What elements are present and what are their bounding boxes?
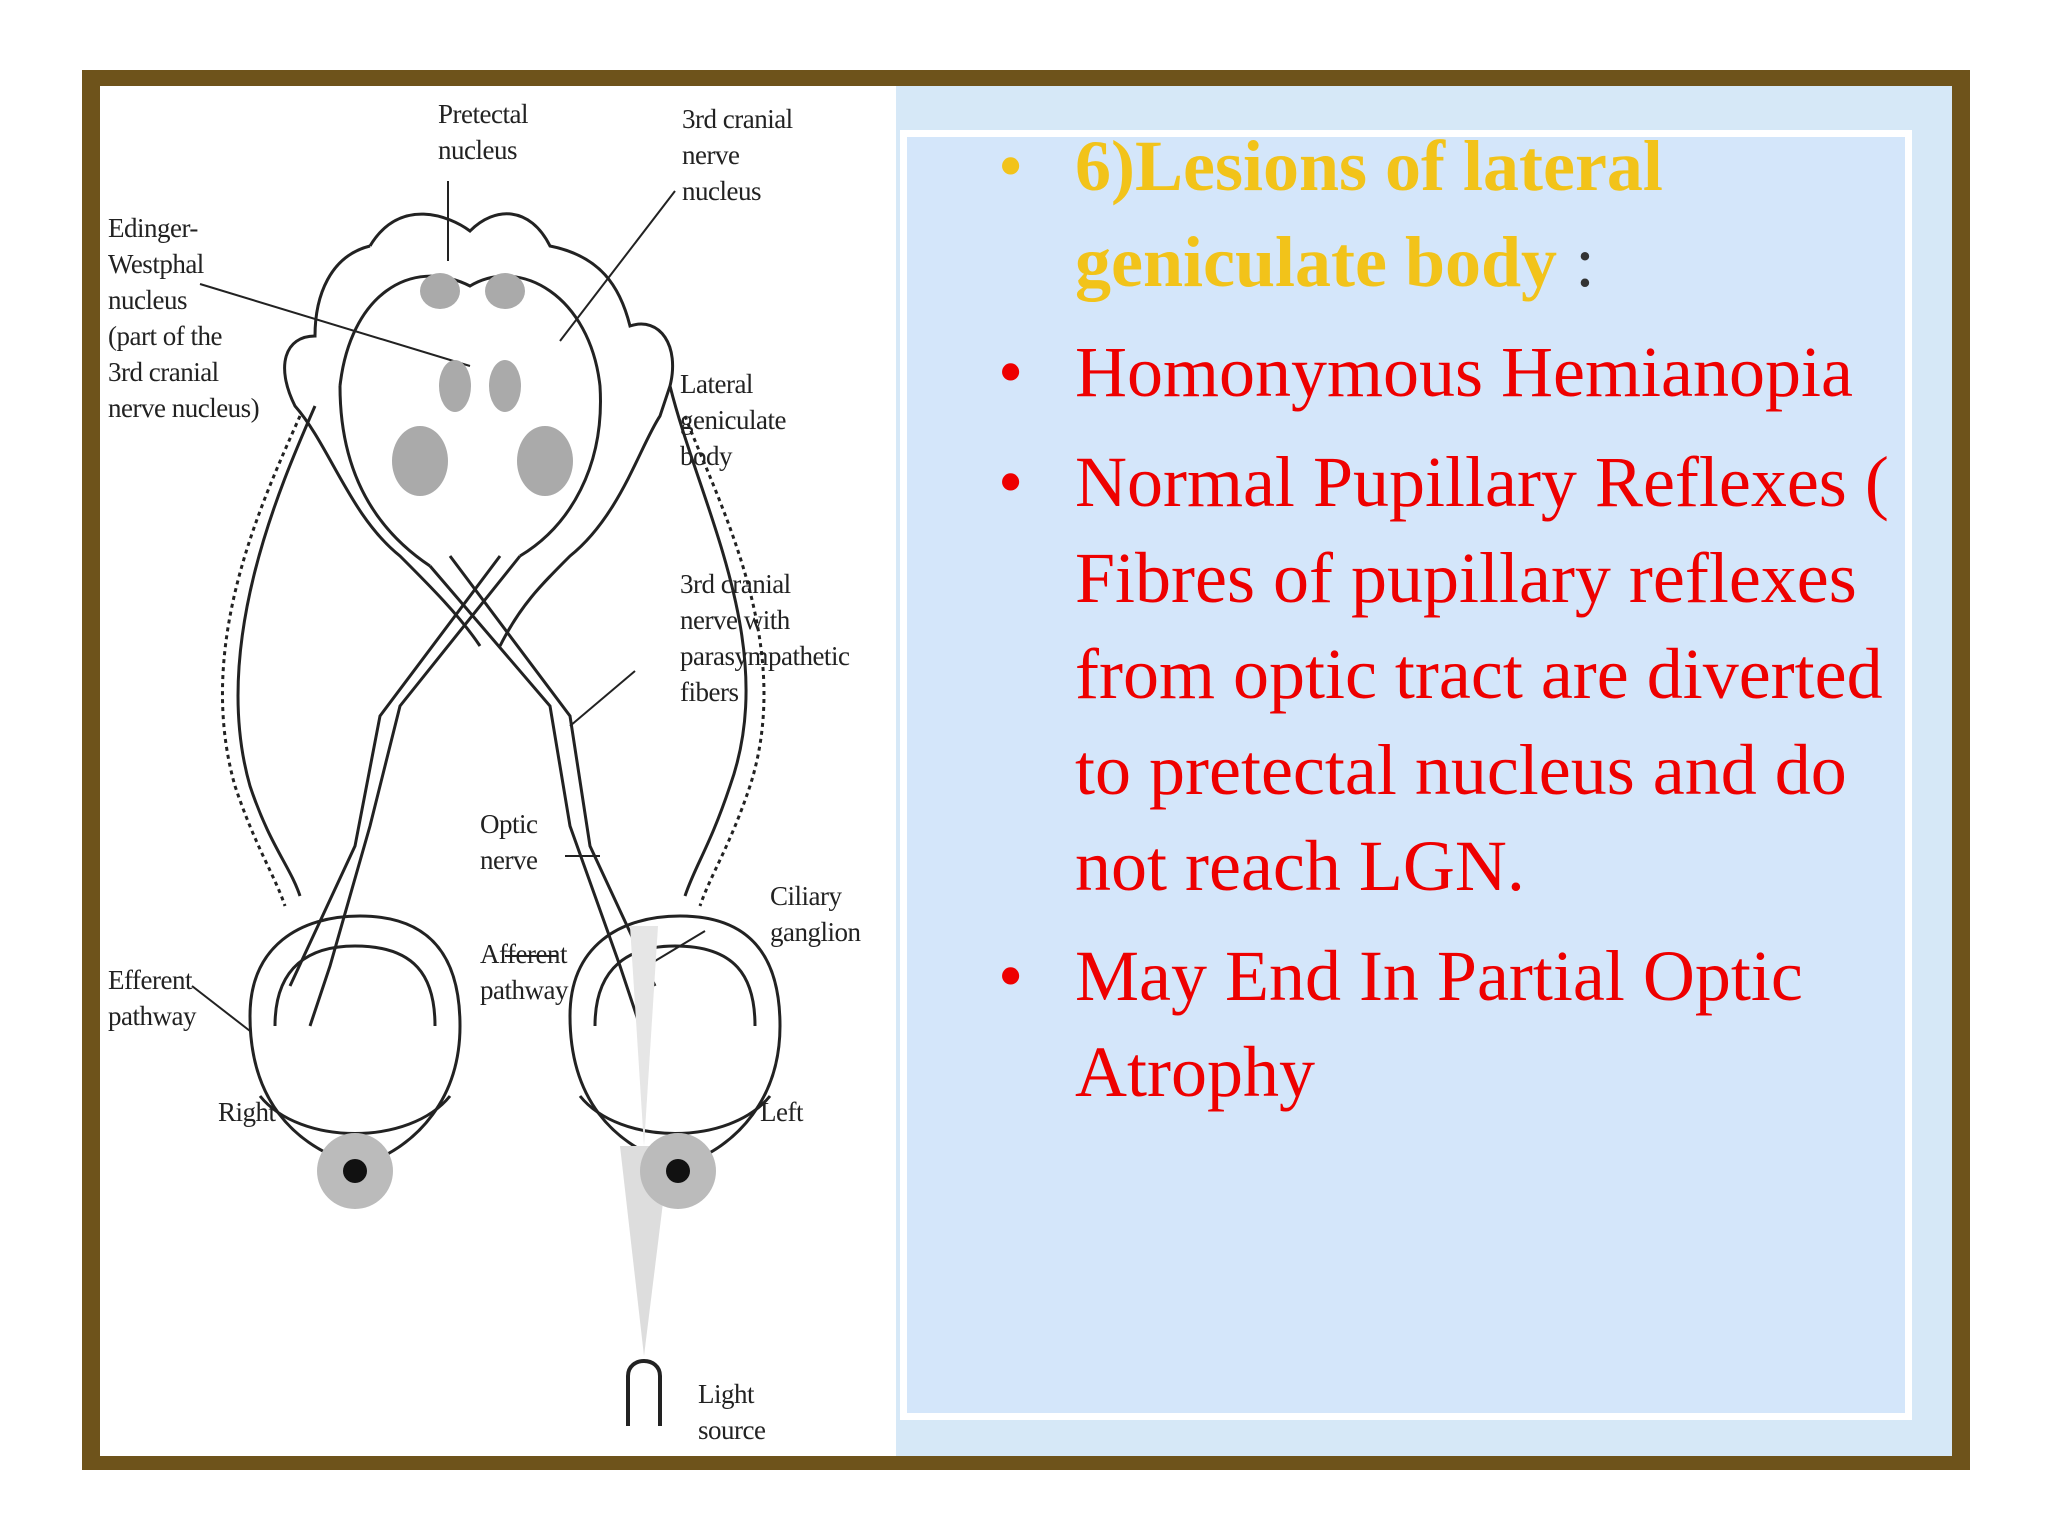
bullet-heading: • 6)Lesions of lateral geniculate body :	[990, 118, 1910, 310]
bullet-marker: •	[998, 442, 1024, 522]
bullet-item: • Homonymous Hemianopia	[990, 324, 1910, 420]
label-left-eye: Left	[760, 1097, 803, 1127]
pupillary-reflex-diagram: Pretectal nucleus 3rd cranial nerve nucl…	[100, 86, 896, 1456]
bullet-text: Homonymous Hemianopia	[1075, 332, 1853, 412]
text-panel-border	[900, 130, 1912, 1420]
heading-colon: :	[1557, 222, 1596, 302]
bullet-item: • May End In Partial Optic Atrophy	[990, 928, 1910, 1120]
label-third-cranial-nerve-parasympathetic: 3rd cranial nerve with parasympathetic f…	[680, 569, 850, 707]
pathway-illustration	[191, 181, 782, 1426]
label-optic-nerve: Optic nerve	[480, 809, 538, 875]
bullet-marker: •	[998, 126, 1024, 206]
label-third-cranial-nucleus: 3rd cranial nerve nucleus	[682, 104, 793, 206]
bullet-text: May End In Partial Optic Atrophy	[1075, 936, 1803, 1112]
heading-text: 6)Lesions of lateral geniculate body	[1075, 126, 1663, 302]
label-ciliary-ganglion: Ciliary ganglion	[770, 881, 861, 947]
bullet-marker: •	[998, 936, 1024, 1016]
label-light-source: Light source	[698, 1379, 766, 1445]
label-edinger-westphal: Edinger- Westphal nucleus (part of the 3…	[108, 213, 260, 423]
bullet-text: Normal Pupillary Reflexes ( Fibres of pu…	[1075, 442, 1889, 906]
label-lateral-geniculate-body: Lateral geniculate body	[680, 369, 786, 471]
bullet-item: • Normal Pupillary Reflexes ( Fibres of …	[990, 434, 1910, 914]
bullet-marker: •	[998, 332, 1024, 412]
bullet-list: • 6)Lesions of lateral geniculate body :…	[990, 118, 1910, 1134]
label-efferent-pathway: Efferent pathway	[108, 965, 196, 1031]
label-afferent-pathway: Afferent pathway	[480, 939, 568, 1005]
label-pretectal-nucleus: Pretectal nucleus	[438, 99, 528, 165]
label-right-eye: Right	[218, 1097, 276, 1127]
